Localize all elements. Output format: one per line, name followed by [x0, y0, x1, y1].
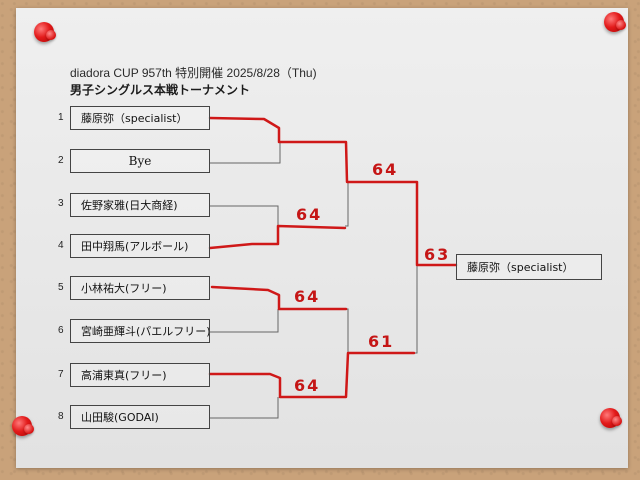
entrant-box: 山田駿(GODAI) — [70, 405, 210, 429]
entrant-box: 佐野家雅(日大商経) — [70, 193, 210, 217]
match-score: 61 — [368, 332, 395, 351]
seed-number: 4 — [58, 240, 64, 251]
match-score: 63 — [424, 245, 451, 264]
champion-box: 藤原弥（specialist） — [456, 254, 602, 280]
match-score: 64 — [294, 376, 321, 395]
seed-number: 5 — [58, 282, 64, 293]
match-score: 64 — [296, 205, 323, 224]
seed-number: 8 — [58, 411, 64, 422]
entrant-box: 藤原弥（specialist） — [70, 106, 210, 130]
seed-number: 3 — [58, 198, 64, 209]
seed-number: 1 — [58, 112, 64, 123]
seed-number: 2 — [58, 155, 64, 166]
entrant-box: Bye — [70, 149, 210, 173]
push-pin-icon — [600, 408, 622, 428]
push-pin-icon — [34, 22, 56, 42]
push-pin-icon — [604, 12, 626, 32]
entrant-box: 田中翔馬(アルボール) — [70, 234, 210, 258]
entrant-box: 高浦東真(フリー) — [70, 363, 210, 387]
push-pin-icon — [12, 416, 34, 436]
seed-number: 6 — [58, 325, 64, 336]
seed-number: 7 — [58, 369, 64, 380]
entrant-box: 宮崎亜輝斗(パエルフリー) — [70, 319, 210, 343]
entrant-box: 小林祐大(フリー) — [70, 276, 210, 300]
match-score: 64 — [294, 287, 321, 306]
match-score: 64 — [372, 160, 399, 179]
sheet-subtitle: 男子シングルス本戦トーナメント — [70, 83, 251, 97]
sheet-title: diadora CUP 957th 特別開催 2025/8/28（Thu) — [70, 66, 317, 80]
